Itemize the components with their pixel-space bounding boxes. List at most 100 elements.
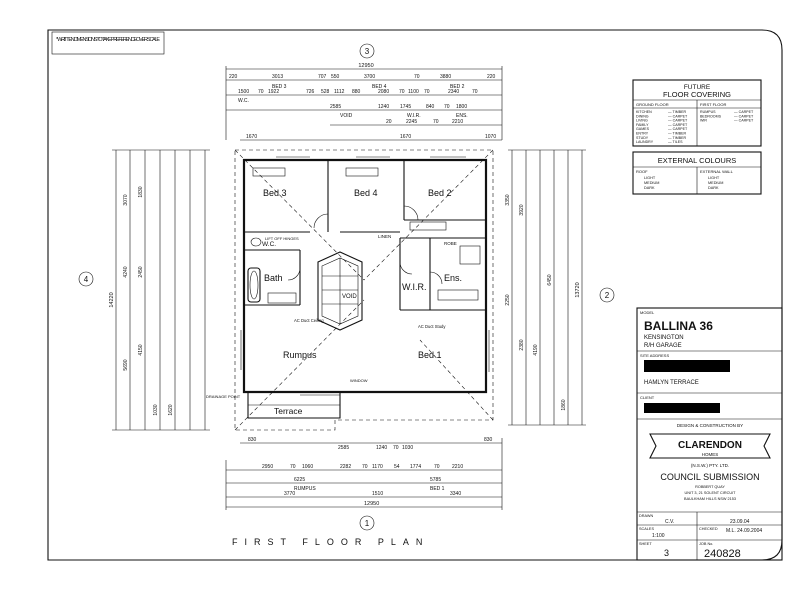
svg-text:1830: 1830	[138, 186, 144, 197]
svg-text:2210: 2210	[452, 119, 463, 125]
room-label-bed4: Bed 4	[354, 188, 378, 198]
svg-text:1860: 1860	[561, 399, 567, 410]
svg-text:VOID: VOID	[340, 113, 353, 119]
svg-text:W.C.: W.C.	[238, 98, 249, 104]
svg-text:1070: 1070	[485, 134, 496, 140]
svg-text:W.I.R.: W.I.R.	[407, 113, 421, 119]
floor-covering-room: GAMES	[636, 127, 650, 131]
svg-text:54: 54	[394, 464, 400, 470]
svg-text:SCALES: SCALES	[639, 527, 654, 531]
model-name: BALLINA 36	[644, 319, 713, 333]
floor-covering-value: — CARPET	[668, 119, 688, 123]
svg-text:220: 220	[229, 74, 238, 80]
svg-text:RUMPUS: RUMPUS	[294, 486, 316, 492]
svg-text:2340: 2340	[448, 89, 459, 95]
room-label-robe: ROBE	[444, 241, 457, 246]
svg-text:BED 2: BED 2	[450, 84, 465, 90]
svg-text:BAULKHAM HILLS NSW 2153: BAULKHAM HILLS NSW 2153	[684, 497, 736, 501]
council-submission: COUNCIL SUBMISSION	[660, 472, 759, 482]
svg-text:70: 70	[414, 74, 420, 80]
svg-text:4240: 4240	[123, 266, 129, 277]
svg-text:1240: 1240	[378, 104, 389, 110]
svg-text:1: 1	[365, 519, 370, 528]
note-ac-ceiling: AC Duct Ceiling	[294, 318, 324, 323]
svg-text:1620: 1620	[168, 404, 174, 415]
svg-text:830: 830	[248, 437, 257, 443]
svg-text:550: 550	[331, 74, 340, 80]
svg-text:(N.S.W.) PTY. LTD.: (N.S.W.) PTY. LTD.	[691, 463, 729, 468]
plan-title: FIRST FLOOR PLAN	[232, 537, 429, 547]
note-drainage: DRAINAGE POINT	[206, 394, 241, 399]
svg-text:70: 70	[362, 464, 368, 470]
svg-text:2282: 2282	[340, 464, 351, 470]
svg-text:1774: 1774	[410, 464, 421, 470]
svg-text:EXTERNAL WALL: EXTERNAL WALL	[700, 169, 734, 174]
floor-covering-value: — CARPET	[734, 119, 754, 123]
svg-text:12950: 12950	[364, 501, 379, 507]
svg-text:14220: 14220	[109, 292, 115, 307]
svg-text:12950: 12950	[358, 63, 373, 69]
left-dimensions: 14220 3070 4240 5690 1830 2450 4150 1030…	[109, 149, 210, 431]
svg-text:70: 70	[424, 89, 430, 95]
svg-text:DESIGN & CONSTRUCTION BY: DESIGN & CONSTRUCTION BY	[677, 423, 743, 428]
svg-text:KENSINGTON: KENSINGTON	[644, 335, 684, 341]
svg-text:3880: 3880	[440, 74, 451, 80]
svg-text:1060: 1060	[302, 464, 313, 470]
svg-text:70: 70	[434, 464, 440, 470]
svg-text:DRAWN: DRAWN	[639, 514, 653, 518]
room-label-terrace: Terrace	[274, 406, 303, 416]
svg-text:3340: 3340	[450, 491, 461, 497]
svg-text:1112: 1112	[334, 89, 345, 95]
room-label-bed3: Bed 3	[263, 188, 287, 198]
floor-covering-room: DINING	[636, 114, 649, 118]
svg-text:726: 726	[306, 89, 315, 95]
svg-text:70: 70	[444, 104, 450, 110]
room-label-wc: W.C.	[262, 241, 276, 248]
marker-bottom: 1	[359, 515, 375, 531]
svg-text:1500: 1500	[238, 89, 249, 95]
room-label-wir: W.I.R.	[402, 282, 427, 292]
floor-covering-room: ENTRY	[636, 132, 649, 136]
svg-text:4150: 4150	[138, 344, 144, 355]
svg-text:ROOF: ROOF	[636, 169, 648, 174]
svg-text:FIRST FLOOR: FIRST FLOOR	[700, 102, 726, 107]
svg-text:3350: 3350	[505, 194, 511, 205]
note-box	[51, 31, 165, 55]
clarendon-logo: CLARENDON HOMES	[649, 433, 771, 459]
title-block: MODEL BALLINA 36 KENSINGTON R/H GARAGE S…	[636, 307, 783, 561]
svg-text:840: 840	[426, 104, 435, 110]
floor-covering-room: RUMPUS	[700, 110, 716, 114]
svg-text:4190: 4190	[533, 344, 539, 355]
svg-text:1030: 1030	[153, 404, 159, 415]
svg-text:SHEET: SHEET	[639, 542, 652, 546]
svg-text:2: 2	[605, 291, 610, 300]
svg-text:2210: 2210	[452, 464, 463, 470]
svg-text:2450: 2450	[138, 266, 144, 277]
svg-text:R/H GARAGE: R/H GARAGE	[644, 343, 682, 349]
svg-text:2250: 2250	[505, 294, 511, 305]
svg-text:SITE ADDRESS: SITE ADDRESS	[640, 353, 669, 358]
svg-text:CLARENDON: CLARENDON	[678, 440, 742, 451]
room-label-bath: Bath	[264, 273, 283, 283]
svg-text:EXTERNAL COLOURS: EXTERNAL COLOURS	[658, 156, 737, 165]
svg-text:13720: 13720	[575, 282, 581, 297]
svg-text:FUTURE: FUTURE	[684, 84, 711, 91]
svg-text:2585: 2585	[338, 445, 349, 451]
svg-text:4: 4	[84, 275, 89, 284]
svg-text:3: 3	[365, 47, 370, 56]
top-dimensions: 12950 220 3013 707 550 3700 70 3880 220 …	[225, 63, 503, 141]
wall-colour-option: LIGHT	[708, 176, 720, 180]
svg-text:HOMES: HOMES	[702, 452, 719, 457]
svg-text:CLIENT: CLIENT	[640, 395, 655, 400]
svg-text:2585: 2585	[330, 104, 341, 110]
roof-colour-option: LIGHT	[644, 176, 656, 180]
svg-text:2080: 2080	[378, 89, 389, 95]
svg-text:1170: 1170	[372, 464, 383, 470]
svg-text:5785: 5785	[430, 477, 441, 483]
floor-covering-value: — CARPET	[668, 114, 688, 118]
floor-covering-value: — CARPET	[668, 127, 688, 131]
note-ac-study: AC Duct Study	[418, 324, 446, 329]
svg-text:6450: 6450	[547, 274, 553, 285]
svg-text:1670: 1670	[246, 134, 257, 140]
